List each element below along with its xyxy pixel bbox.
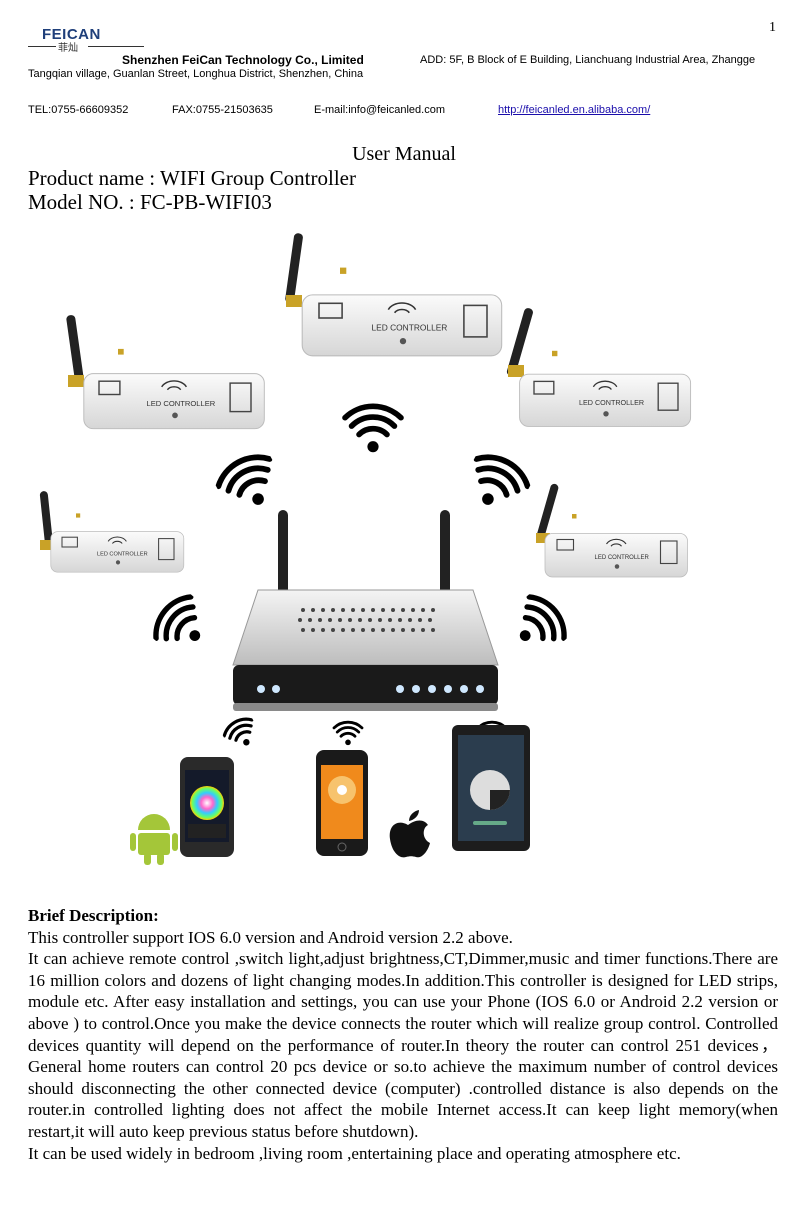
led-controller-upper-left — [66, 315, 266, 430]
company-address-line-1: ADD: 5F, B Block of E Building, Lianchua… — [420, 54, 756, 66]
logo-subtext: 菲灿 — [58, 43, 78, 54]
company-logo: FEICAN 菲灿 — [28, 26, 144, 54]
android-logo-icon — [130, 814, 178, 865]
email-address: E-mail:info@feicanled.com — [314, 104, 445, 116]
network-illustration: LED CONTROLLER — [39, 233, 692, 865]
android-phone — [180, 757, 234, 857]
wifi-signal-icon — [345, 406, 401, 452]
led-controller-upper-right — [506, 308, 692, 428]
iphone — [316, 750, 368, 856]
company-name: Shenzhen FeiCan Technology Co., Limited — [122, 53, 364, 67]
led-controller-middle-left — [39, 491, 185, 573]
wifi-signal-icon — [219, 712, 264, 755]
logo-text: FEICAN — [42, 26, 101, 43]
page-number: 1 — [769, 20, 776, 35]
wifi-signal-icon — [460, 449, 534, 518]
wifi-signal-icon — [213, 449, 287, 518]
wifi-signal-icon — [148, 590, 217, 660]
led-controller-middle-right — [536, 483, 689, 578]
wifi-signal-icon — [504, 590, 573, 660]
wifi-router — [232, 510, 499, 711]
description-paragraph-3: It can be used widely in bedroom ,living… — [28, 1143, 681, 1163]
description-paragraph-1: This controller support IOS 6.0 version … — [28, 927, 513, 947]
website-link[interactable]: http://feicanled.en.alibaba.com/ — [498, 104, 651, 116]
ipad — [452, 725, 530, 851]
description-heading: Brief Description: — [28, 906, 159, 925]
apple-logo-icon — [389, 810, 430, 858]
wifi-signal-icon — [332, 720, 364, 747]
model-number: Model NO. : FC-PB-WIFI03 — [28, 190, 272, 214]
document-title: User Manual — [352, 143, 456, 165]
description-paragraph-2: It can achieve remote control ,switch li… — [28, 949, 778, 1141]
led-controller-top — [285, 233, 503, 357]
company-address-line-2: Tangqian village, Guanlan Street, Longhu… — [28, 68, 364, 80]
fax: FAX:0755-21503635 — [172, 104, 273, 116]
brief-description: Brief Description: This controller suppo… — [28, 905, 778, 1164]
contact-row: TEL:0755-66609352 FAX:0755-21503635 E-ma… — [28, 104, 788, 120]
product-name: Product name : WIFI Group Controller — [28, 166, 356, 190]
telephone: TEL:0755-66609352 — [28, 104, 129, 116]
